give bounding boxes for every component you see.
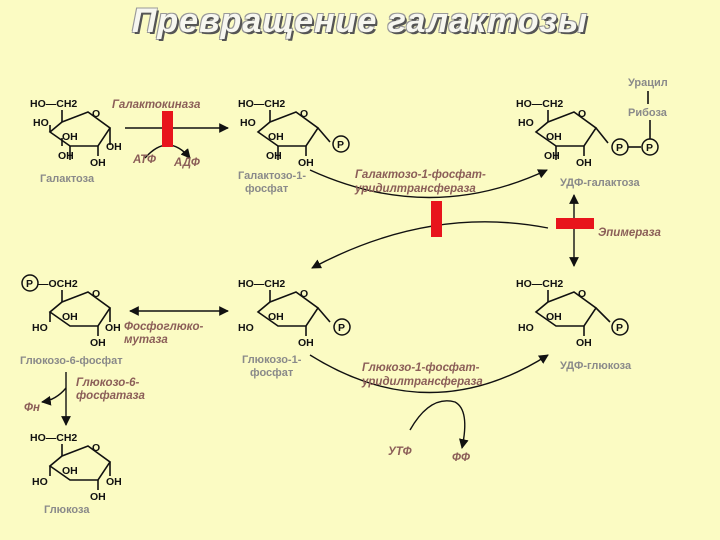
- chem-text: OH: [298, 157, 314, 169]
- chem-text: P: [616, 142, 623, 154]
- chem-text: HO: [32, 476, 48, 488]
- galactokinase-label: Галактокиназа: [112, 99, 201, 111]
- chem-text: O: [92, 108, 100, 120]
- pgm-label-2: мутаза: [124, 334, 168, 346]
- udp-glucose-structure: HO—CH2 O HO OH OH P: [516, 278, 629, 349]
- glc1p-label-1: Глюкозо-1-: [242, 354, 302, 366]
- glc6p-label: Глюкозо-6-фосфат: [20, 355, 123, 367]
- g6pase-label-1: Глюкозо-6-: [76, 377, 140, 389]
- chem-text: OH: [298, 337, 314, 349]
- chem-text: OH: [106, 476, 122, 488]
- chem-text: OH: [90, 337, 106, 349]
- chem-text: HO: [518, 322, 534, 334]
- chem-text: O: [578, 108, 586, 120]
- udp-galactose-label: УДФ-галактоза: [560, 177, 640, 189]
- chem-text: OH: [62, 311, 78, 323]
- chem-text: OH: [62, 131, 78, 143]
- chem-text: P: [26, 278, 33, 290]
- gal1p-structure: HO—CH2 O HO OH OH P OH: [238, 98, 350, 169]
- gal1p-label-1: Галактозо-1-: [238, 170, 306, 182]
- udp-glucose-label: УДФ-глюкоза: [560, 360, 632, 372]
- chem-text: OH: [266, 150, 282, 162]
- glc6p-structure: P —OCH2 O OH OH OH HO: [21, 274, 121, 349]
- chem-text: OH: [576, 337, 592, 349]
- chem-text: —OCH2: [38, 278, 78, 290]
- gal1p-label-2: фосфат: [245, 183, 289, 195]
- phosphate-icon: [332, 135, 350, 153]
- chem-text: HO—CH2: [516, 98, 563, 110]
- galt-return-arrow: [311, 221, 549, 269]
- galt-block-bar: [431, 201, 442, 237]
- chem-text: HO—CH2: [238, 278, 285, 290]
- pi-release-arrow: [41, 387, 67, 406]
- chem-text: P: [616, 322, 623, 334]
- pi-label: Фн: [24, 402, 40, 414]
- chem-text: OH: [105, 322, 121, 334]
- chem-text: O: [300, 108, 308, 120]
- galactose-structure: HO—CH2 O HO OH OH OH OH: [30, 98, 122, 169]
- chem-text: OH: [268, 311, 284, 323]
- chem-text: OH: [62, 465, 78, 477]
- chem-text: P: [337, 139, 344, 151]
- chem-text: OH: [546, 131, 562, 143]
- chem-text: OH: [90, 491, 106, 503]
- chem-text: P: [338, 322, 345, 334]
- chem-text: OH: [544, 150, 560, 162]
- ppi-label: ФФ: [452, 452, 470, 464]
- chem-text: HO—CH2: [516, 278, 563, 290]
- chem-text: HO—CH2: [30, 432, 77, 444]
- chem-text: P: [646, 142, 653, 154]
- ugp-label-2: уридилтрансфераза: [361, 376, 483, 388]
- chem-text: OH: [106, 141, 122, 153]
- glucose-structure: HO—CH2 O OH OH OH HO: [30, 432, 122, 503]
- glc1p-structure: HO—CH2 O HO OH OH P: [238, 278, 351, 349]
- chem-text: O: [92, 288, 100, 300]
- atp-label: АТФ: [132, 154, 156, 166]
- udp-galactose-structure: HO—CH2 O HO OH OH P P OH: [516, 98, 659, 169]
- chem-text: OH: [90, 157, 106, 169]
- epimerase-label: Эпимераза: [598, 227, 662, 239]
- chem-text: HO: [32, 322, 48, 334]
- chem-text: OH: [546, 311, 562, 323]
- chem-text: OH: [576, 157, 592, 169]
- epimerase-block-bar: [556, 218, 594, 229]
- chem-text: HO: [33, 117, 49, 129]
- uracil-label: Урацил: [628, 77, 668, 89]
- galactose-label: Галактоза: [40, 173, 95, 185]
- ugp-arrow: [309, 354, 549, 394]
- chem-text: HO: [240, 117, 256, 129]
- chem-text: O: [578, 288, 586, 300]
- ugp-label-1: Глюкозо-1-фосфат-: [362, 362, 480, 374]
- chem-text: O: [300, 288, 308, 300]
- galt-label-1: Галактозо-1-фосфат-: [355, 169, 486, 181]
- chem-text: HO: [238, 322, 254, 334]
- page-title: Превращение галактозы: [131, 2, 589, 40]
- glucose-label: Глюкоза: [44, 504, 90, 516]
- g6pase-label-2: фосфатаза: [76, 390, 146, 402]
- utp-ppi-arrow: [409, 400, 469, 449]
- chem-text: OH: [58, 150, 74, 162]
- galt-forward-arrow: [309, 169, 548, 199]
- galactose-ch2oh: HO—CH2: [30, 98, 77, 110]
- chem-text: HO—CH2: [238, 98, 285, 110]
- galactokinase-block-bar: [162, 111, 173, 147]
- glc1p-label-2: фосфат: [250, 367, 294, 379]
- pgm-label-1: Фосфоглюко-: [124, 321, 204, 333]
- chem-text: HO: [518, 117, 534, 129]
- chem-text: O: [92, 442, 100, 454]
- galt-label-2: уридилтрансфераза: [354, 183, 476, 195]
- chem-text: OH: [268, 131, 284, 143]
- ribose-label: Рибоза: [628, 107, 668, 119]
- utp-label: УТФ: [388, 446, 412, 458]
- adp-label: АДФ: [173, 157, 200, 169]
